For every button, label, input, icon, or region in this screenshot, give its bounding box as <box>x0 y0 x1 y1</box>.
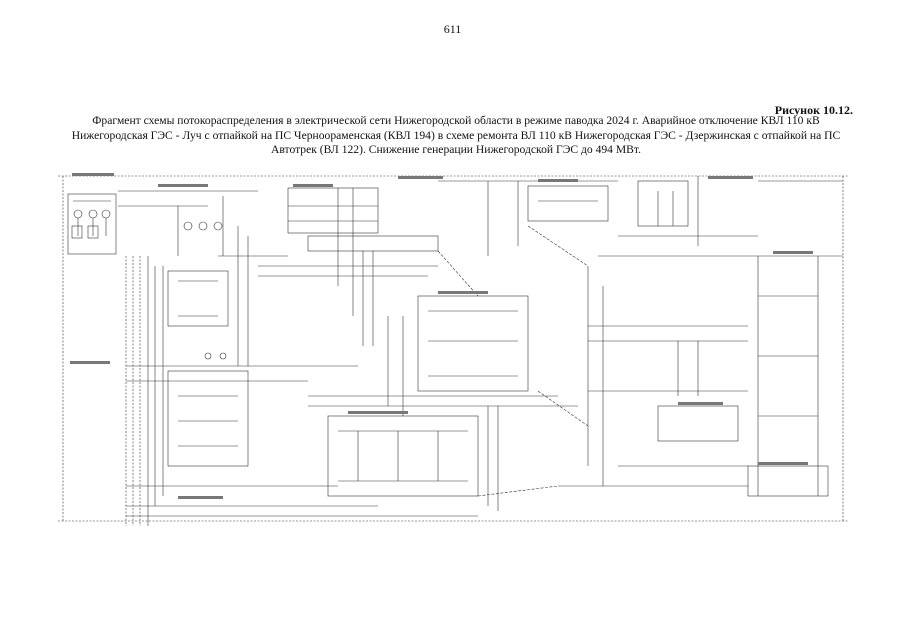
figure-label-text: Рисунок 10.12 <box>774 103 850 117</box>
substation-left-centre <box>167 270 249 467</box>
outer-dashed-lines <box>58 175 848 522</box>
substation-right <box>558 255 843 497</box>
figure-label-suffix: . <box>850 103 853 117</box>
left-vertical-lines <box>125 256 478 526</box>
connector-lines <box>437 225 589 497</box>
power-flow-schematic <box>58 173 848 526</box>
power-flow-diagram <box>58 166 848 536</box>
hydro-station-block <box>67 190 258 256</box>
page-number: 611 <box>443 22 462 36</box>
station-labels <box>70 173 813 499</box>
figure-label: Рисунок 10.12. <box>775 103 853 118</box>
figure-caption: Фрагмент схемы потокораспределения в эле… <box>71 114 841 156</box>
substation-upper-right <box>438 176 843 256</box>
substation-centre <box>308 295 578 511</box>
substation-upper-centre <box>218 187 439 366</box>
